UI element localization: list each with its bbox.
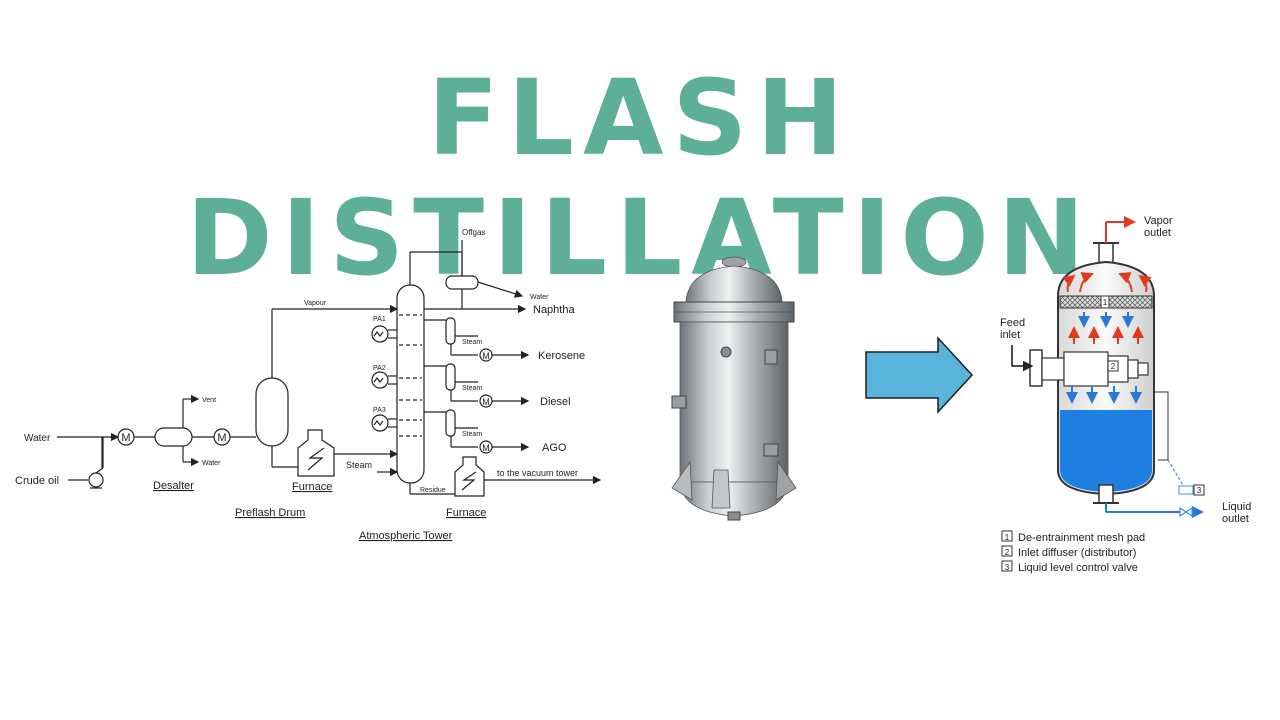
overhead-water-label: Water [530,294,549,301]
legend-num-3: 3 [1005,563,1010,572]
motor-label: M [482,443,490,453]
water-input-label: Water [24,433,51,444]
preflash-drum-label: Preflash Drum [235,507,305,519]
right-arrow-icon [865,336,974,414]
product-naphtha: Naphtha [533,304,575,316]
pump-around-exchanger-1 [371,325,389,343]
flash-drum-vessel-image [671,256,797,521]
stripper-steam-2: Steam [462,385,482,392]
vapor-outlet-label-1: Vapor [1144,215,1173,227]
to-vacuum-tower-label: to the vacuum tower [497,468,578,478]
pa2-label: PA2 [373,365,386,372]
furnace-2-label: Furnace [446,507,486,519]
desalter-label: Desalter [153,480,194,492]
motor-label: M [482,397,490,407]
liquid-outlet-label-1: Liquid [1222,501,1251,513]
separator-schematic: 2 1 3 [1011,216,1205,518]
legend-num-1: 1 [1005,533,1010,542]
stripper-3 [445,409,456,437]
callout-1: 1 [1103,298,1108,307]
legend-text-1: De-entrainment mesh pad [1018,532,1145,544]
feed-inlet-label-2: inlet [1000,329,1020,341]
furnace-2 [454,456,485,497]
legend-text-2: Inlet diffuser (distributor) [1018,547,1136,559]
motor-label: M [121,432,130,444]
callout-3: 3 [1197,486,1202,495]
legend-text-3: Liquid level control valve [1018,562,1138,574]
vent-label: Vent [202,397,216,404]
preflash-drum [255,377,289,447]
stripper-1 [445,317,456,345]
furnace-1-label: Furnace [292,481,332,493]
product-kerosene: Kerosene [538,350,585,362]
residue-label: Residue [420,487,446,494]
vapor-outlet-label-2: outlet [1144,227,1171,239]
motor-label: M [217,432,226,444]
pump-around-exchanger-3 [371,414,389,432]
pa1-label: PA1 [373,316,386,323]
stripper-steam-1: Steam [462,339,482,346]
stripper-steam-3: Steam [462,431,482,438]
stripper-2 [445,363,456,391]
offgas-label: Offgas [462,228,485,237]
legend-num-2: 2 [1005,548,1010,557]
process-flow-diagram [57,240,602,497]
callout-2: 2 [1111,362,1116,371]
desalter-vessel [154,427,193,447]
product-diesel: Diesel [540,396,571,408]
page-title: FLASH DISTILLATION [186,57,1094,299]
overhead-condenser [445,275,479,290]
feed-inlet-label-1: Feed [1000,317,1025,329]
pa3-label: PA3 [373,407,386,414]
motor-label: M [482,351,490,361]
separator-legend: 1 De-entrainment mesh pad 2 Inlet diffus… [1001,530,1145,574]
vapour-label: Vapour [304,300,327,307]
product-ago: AGO [542,442,567,454]
atmospheric-tower-label: Atmospheric Tower [359,530,453,542]
furnace-1 [297,429,335,477]
steam-label: Steam [346,460,372,470]
crude-oil-label: Crude oil [15,475,59,487]
pump-around-exchanger-2 [371,371,389,389]
liquid-outlet-label-2: outlet [1222,513,1249,525]
desalter-water-label: Water [202,460,221,467]
pump-icon [88,472,104,488]
